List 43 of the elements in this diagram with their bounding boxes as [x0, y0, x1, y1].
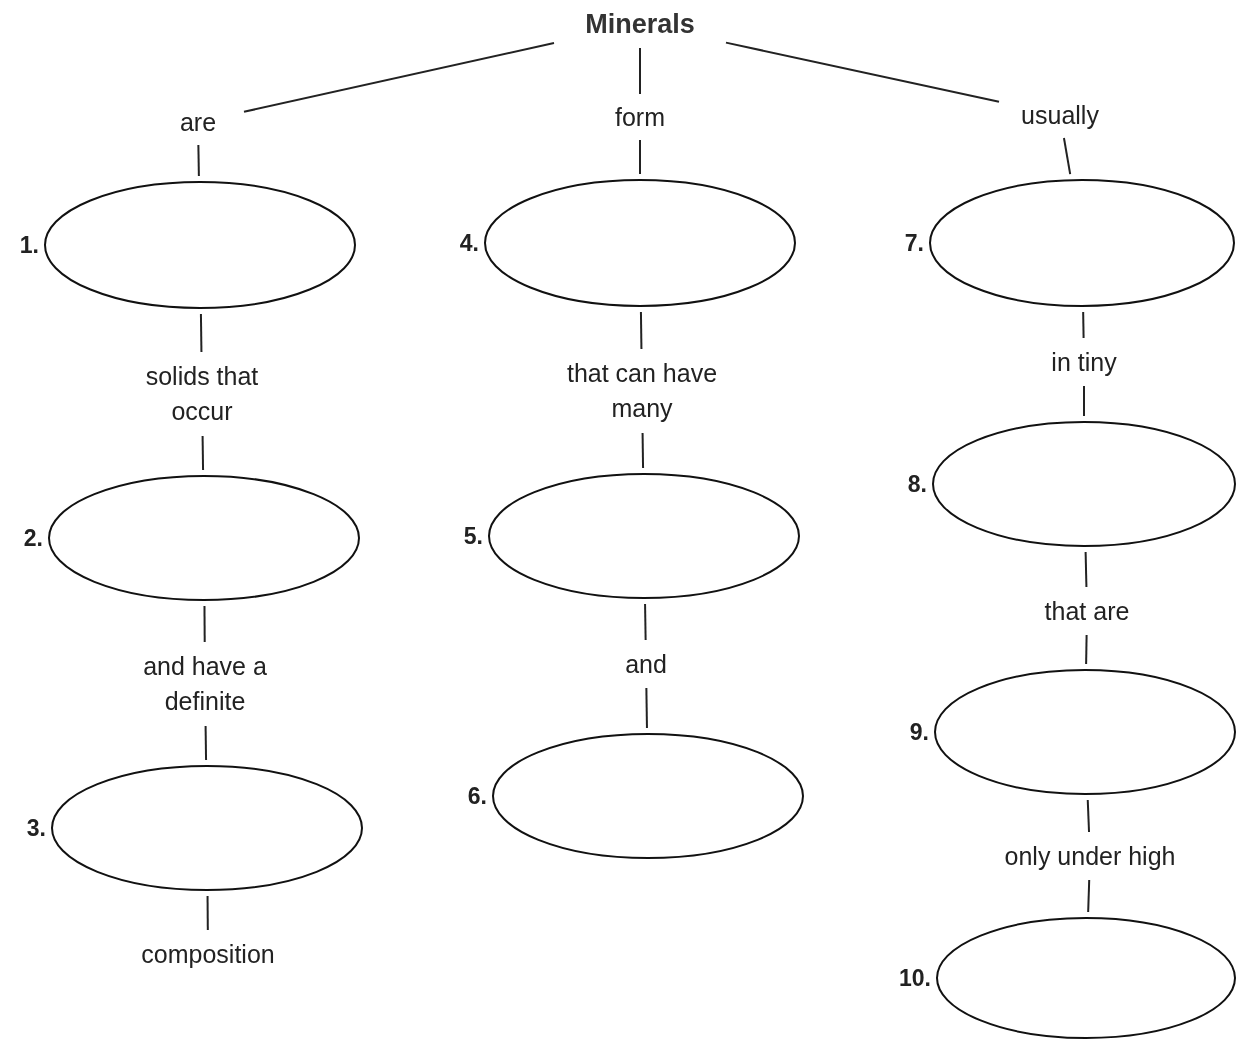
connector-line — [1087, 879, 1091, 913]
connector-line — [639, 311, 643, 350]
connector-line — [204, 725, 208, 761]
connector-line — [1082, 311, 1085, 339]
connector-line — [645, 687, 648, 729]
connector-line — [639, 47, 641, 95]
connector-line — [243, 42, 555, 113]
connector-line — [201, 435, 205, 471]
linking-words: solids that occur — [144, 361, 260, 427]
connector-line — [1083, 385, 1085, 417]
item-number: 9. — [909, 718, 929, 746]
linking-words: in tiny — [1051, 346, 1117, 378]
connector-line — [639, 139, 641, 175]
linking-words: and have a definite — [142, 651, 268, 717]
linking-words: are — [179, 106, 217, 138]
item-number: 3. — [26, 814, 46, 842]
connector-line — [1085, 634, 1088, 665]
connector-line — [1062, 137, 1072, 176]
item-number: 8. — [907, 470, 927, 498]
item-number: 2. — [23, 524, 43, 552]
connector-line — [206, 895, 209, 931]
connector-line — [199, 313, 203, 353]
item-number: 5. — [463, 522, 483, 550]
item-number: 10. — [899, 964, 931, 992]
linking-words: that can have many — [565, 358, 719, 424]
linking-words: that are — [1044, 595, 1130, 627]
linking-words: composition — [141, 938, 275, 970]
linking-words: usually — [1021, 99, 1099, 131]
connector-line — [641, 432, 645, 469]
connector-line — [725, 41, 1000, 103]
connector-line — [1086, 799, 1091, 833]
connector-line — [197, 144, 200, 177]
item-number: 6. — [467, 782, 487, 810]
linking-words: only under high — [1004, 840, 1176, 872]
linking-words: form — [615, 101, 665, 133]
item-number: 4. — [459, 229, 479, 257]
item-number: 7. — [904, 229, 924, 257]
connector-line — [644, 603, 647, 641]
connector-line — [203, 605, 206, 643]
connector-line — [1084, 551, 1088, 588]
item-number: 1. — [19, 231, 39, 259]
concept-title: Minerals — [585, 7, 695, 41]
linking-words: and — [625, 648, 667, 680]
